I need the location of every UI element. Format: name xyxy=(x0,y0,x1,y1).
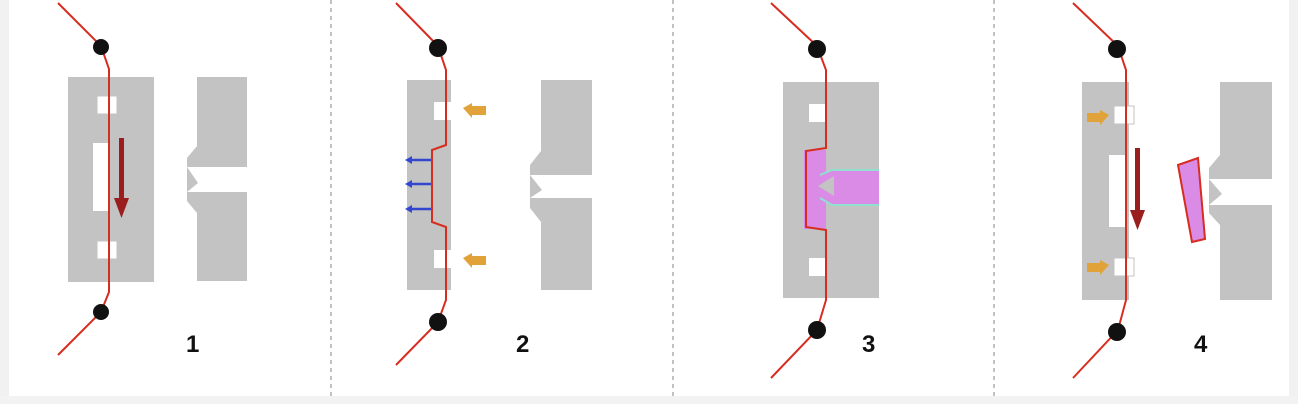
gripper-slot xyxy=(809,258,825,276)
film-pin xyxy=(1108,323,1126,341)
gripper-slot xyxy=(1113,105,1135,125)
decor-film xyxy=(395,2,447,366)
melt-edge xyxy=(819,169,879,176)
step-number: 4 xyxy=(1194,331,1208,358)
film-pin xyxy=(93,304,109,320)
step-number: 2 xyxy=(516,331,529,358)
gripper-slot xyxy=(96,95,118,115)
injection-gate xyxy=(187,167,247,192)
decor-film xyxy=(57,2,110,356)
film-pin xyxy=(1108,40,1126,58)
left-border xyxy=(0,0,9,404)
step-3-panel: 3 xyxy=(770,2,879,379)
cavity-recess xyxy=(1109,155,1125,227)
injection-gate xyxy=(530,175,592,198)
film-pin xyxy=(808,40,826,58)
push-arrow-icon xyxy=(463,253,486,268)
down-arrow-icon xyxy=(114,138,129,218)
gripper-slot xyxy=(1113,257,1135,277)
push-arrow-icon xyxy=(1087,260,1109,275)
vacuum-arrow-icon xyxy=(405,180,431,188)
decor-film xyxy=(770,2,827,379)
left-mold-half xyxy=(1082,82,1129,300)
right-border xyxy=(1289,0,1298,404)
film-pin xyxy=(808,321,826,339)
gripper-slot xyxy=(96,240,118,260)
step-2-panel: 2 xyxy=(395,2,592,366)
molded-part xyxy=(804,150,826,229)
left-mold-half xyxy=(68,77,154,282)
cavity-recess xyxy=(93,143,109,211)
vacuum-arrow-icon xyxy=(405,205,431,213)
gripper-slot xyxy=(434,250,452,268)
bottom-border xyxy=(0,396,1298,404)
injection-tip xyxy=(818,176,834,196)
gripper-slot xyxy=(809,104,825,122)
film-pin xyxy=(429,313,447,331)
step-number: 3 xyxy=(862,331,875,358)
gripper-slot xyxy=(434,102,452,120)
film-pin xyxy=(429,39,447,57)
push-arrow-icon xyxy=(1087,110,1109,125)
down-arrow-icon xyxy=(1130,148,1145,230)
melt-flow xyxy=(820,170,879,205)
vacuum-arrow-icon xyxy=(405,156,431,164)
push-arrow-icon xyxy=(463,103,486,118)
film-pin xyxy=(93,39,109,55)
ejected-part xyxy=(1176,156,1207,244)
injection-gate xyxy=(1209,179,1272,205)
step-1-panel: 1 xyxy=(57,2,247,358)
step-number: 1 xyxy=(186,331,199,358)
step-4-panel: 4 xyxy=(1072,2,1272,379)
melt-edge xyxy=(819,197,879,206)
